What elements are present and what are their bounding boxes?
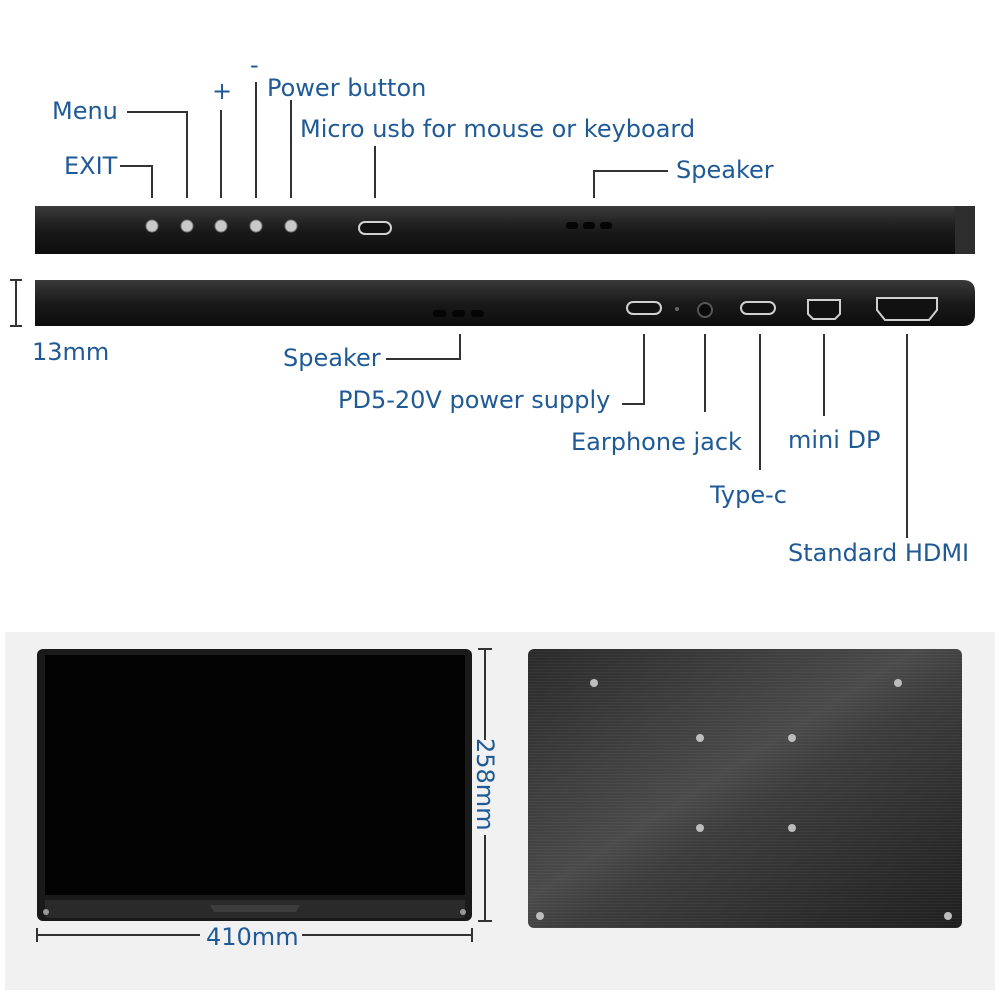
top-leader-lines bbox=[120, 82, 668, 198]
top-speaker-label: Speaker bbox=[676, 156, 774, 184]
monitor-top-edge bbox=[35, 206, 975, 254]
power-button[interactable] bbox=[284, 219, 298, 233]
edge-bevel bbox=[955, 206, 975, 254]
bottom-leader-lines bbox=[386, 334, 908, 538]
monitor-screen bbox=[45, 655, 465, 895]
bottom-speaker-label: Speaker bbox=[283, 344, 381, 372]
type-c-label: Type-c bbox=[710, 481, 787, 509]
height-dimension bbox=[478, 648, 492, 922]
plus-button[interactable] bbox=[214, 219, 228, 233]
power-button-label: Power button bbox=[267, 74, 427, 102]
minus-button[interactable] bbox=[249, 219, 263, 233]
back-view bbox=[528, 649, 962, 928]
width-dimension-label: 410mm bbox=[206, 923, 299, 951]
height-dimension-label: 258mm bbox=[471, 738, 499, 831]
minus-label: - bbox=[250, 51, 259, 79]
mini-dp-port bbox=[807, 299, 841, 320]
thickness-label: 13mm bbox=[32, 338, 110, 366]
menu-label: Menu bbox=[52, 97, 118, 125]
menu-button[interactable] bbox=[180, 219, 194, 233]
mini-dp-label: mini DP bbox=[788, 426, 881, 454]
bottom-edge-view bbox=[10, 279, 975, 538]
thickness-dimension bbox=[10, 279, 22, 327]
type-c-port bbox=[740, 301, 776, 315]
mount-holes bbox=[536, 679, 952, 920]
chin-notch bbox=[210, 905, 300, 912]
width-dimension bbox=[36, 928, 473, 942]
plus-label: + bbox=[212, 77, 233, 105]
hdmi-label: Standard HDMI bbox=[788, 539, 970, 567]
hdmi-port bbox=[876, 297, 938, 321]
earphone-jack-port bbox=[697, 302, 713, 318]
front-view bbox=[36, 648, 492, 942]
exit-label: EXIT bbox=[64, 152, 118, 180]
pd-power-label: PD5-20V power supply bbox=[338, 386, 611, 414]
pd-type-c-port bbox=[626, 301, 662, 315]
earphone-jack-label: Earphone jack bbox=[571, 428, 742, 456]
corner-screw bbox=[43, 909, 49, 915]
indicator-led bbox=[675, 307, 679, 311]
top-speaker-grille bbox=[566, 222, 612, 229]
exit-button[interactable] bbox=[145, 219, 159, 233]
button-row bbox=[145, 219, 298, 233]
bottom-speaker-grille bbox=[433, 310, 484, 317]
micro-usb-port bbox=[358, 221, 392, 235]
micro-usb-label: Micro usb for mouse or keyboard bbox=[300, 115, 696, 143]
corner-screw bbox=[460, 909, 466, 915]
top-edge-view bbox=[35, 82, 975, 254]
monitor-bottom-edge bbox=[35, 280, 975, 326]
